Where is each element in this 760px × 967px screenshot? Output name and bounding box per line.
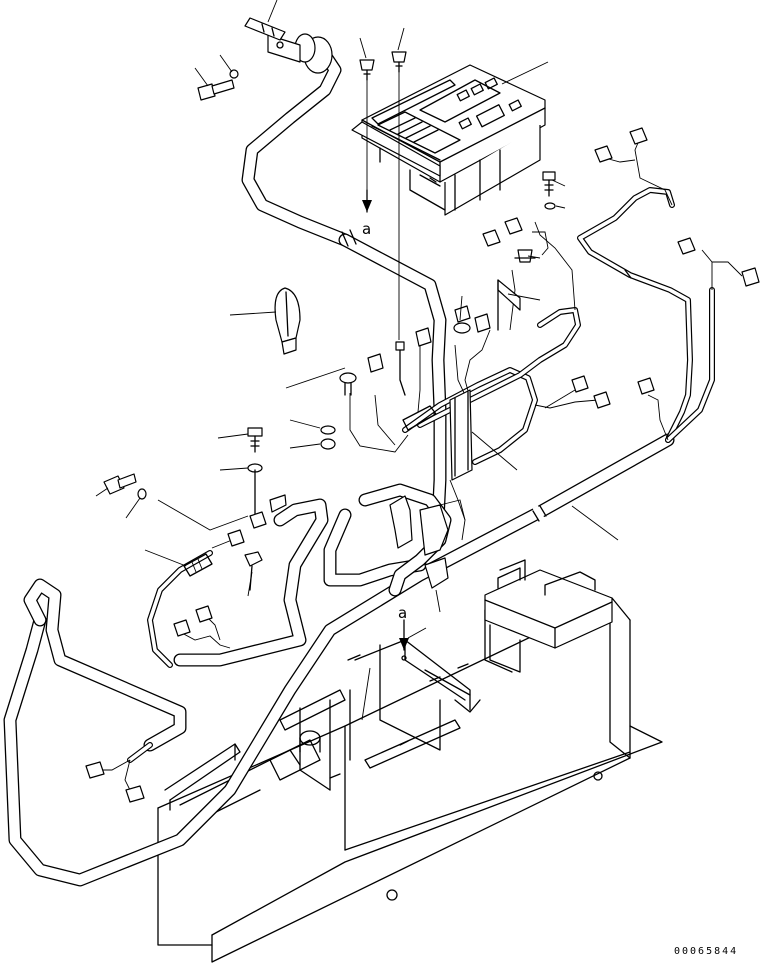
- lower-left-harness: [100, 469, 466, 791]
- main-harness: [3, 433, 675, 887]
- drawing-number: 00065844: [674, 946, 739, 957]
- fasteners: [103, 51, 556, 500]
- reference-mark-a-bottom: a: [398, 604, 407, 622]
- top-harness: [241, 17, 447, 527]
- right-branch-harness: [577, 137, 743, 443]
- gauge-panel: [351, 64, 546, 216]
- connectors: [85, 127, 760, 803]
- bulb: [274, 287, 301, 355]
- reference-mark-a-top: a: [362, 220, 371, 238]
- leader-lines: [95, 0, 619, 721]
- center-harness: [349, 72, 599, 481]
- reference-arrows: [362, 189, 409, 661]
- console-frame: [157, 559, 663, 963]
